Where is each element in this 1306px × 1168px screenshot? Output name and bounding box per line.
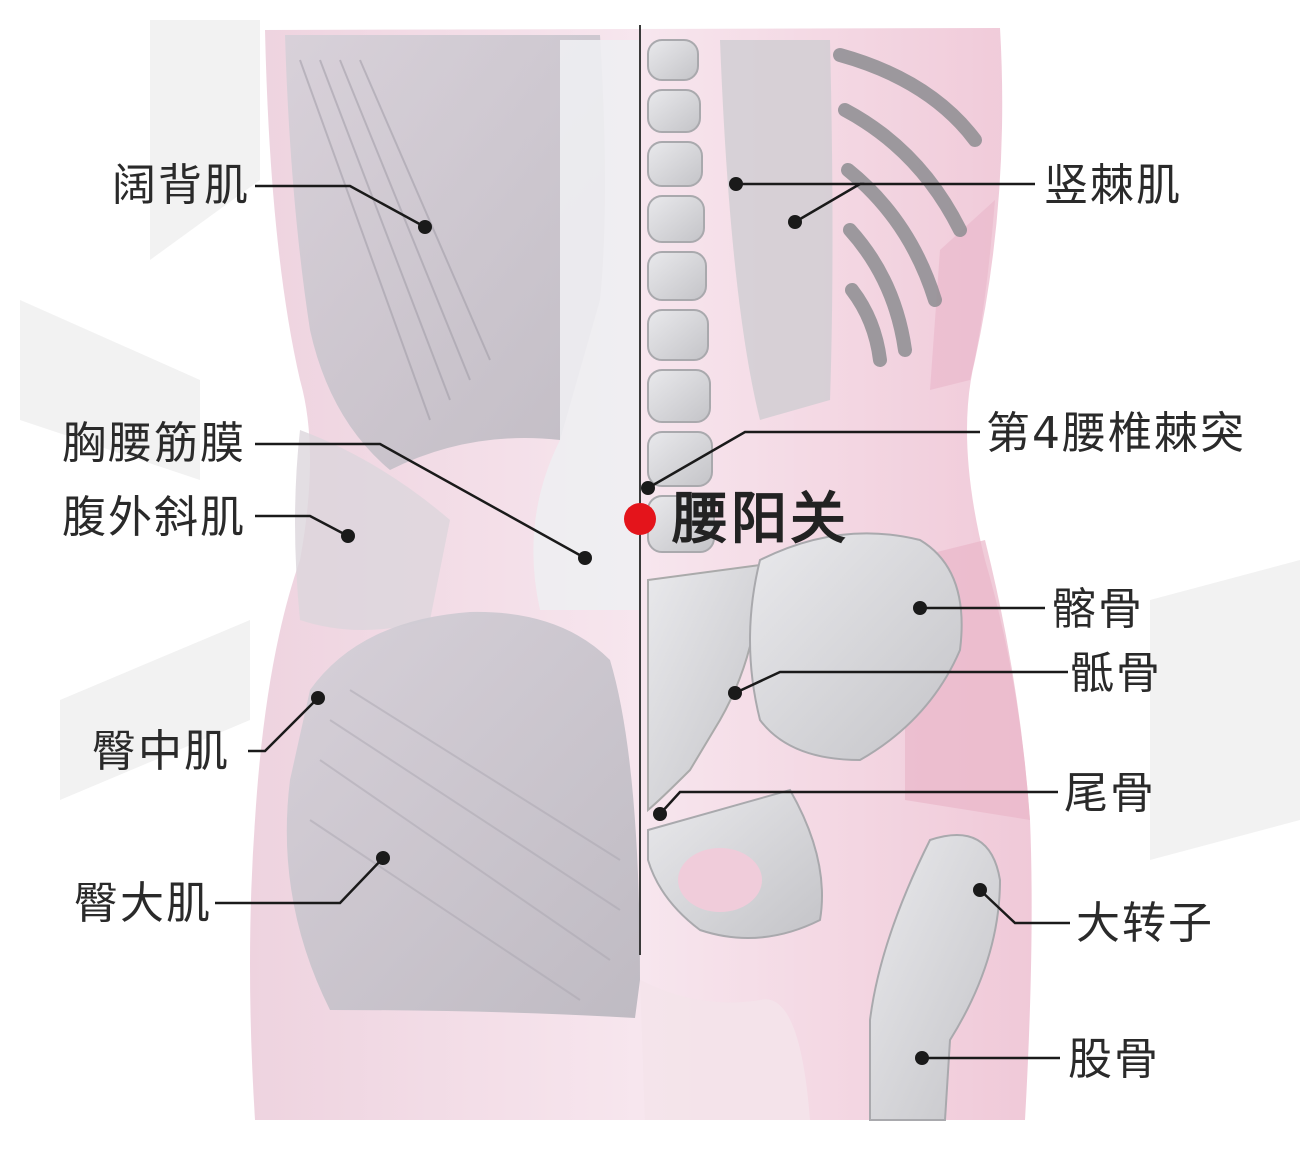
label-latissimus: 阔背肌 bbox=[112, 160, 250, 211]
latissimus-dorsi-shape bbox=[285, 35, 605, 470]
label-gluteus-maximus: 臀大肌 bbox=[74, 878, 212, 929]
label-gluteus-medius: 臀中肌 bbox=[92, 726, 230, 777]
label-erector-spinae: 竖棘肌 bbox=[1044, 160, 1182, 211]
gluteus-maximus-shape bbox=[286, 611, 640, 1018]
ilium-shape bbox=[749, 532, 963, 762]
label-ilium: 髂骨 bbox=[1052, 584, 1144, 635]
label-sacrum: 骶骨 bbox=[1070, 648, 1162, 699]
label-l4-spinous-process: 第4腰椎棘突 bbox=[986, 408, 1246, 459]
label-thoracolumbar-fascia: 胸腰筋膜 bbox=[62, 418, 246, 469]
acupoint-name: 腰阳关 bbox=[672, 487, 849, 552]
label-femur: 股骨 bbox=[1068, 1034, 1160, 1085]
erector-spinae-shape bbox=[720, 40, 833, 420]
acupoint-marker bbox=[624, 503, 656, 535]
ribs bbox=[833, 48, 982, 367]
leader-lines bbox=[215, 182, 1070, 1060]
label-external-oblique: 腹外斜肌 bbox=[62, 492, 246, 543]
femur-shape bbox=[869, 834, 1002, 1121]
spine bbox=[647, 39, 715, 553]
fascia-shape bbox=[533, 40, 640, 610]
label-greater-trochanter: 大转子 bbox=[1076, 898, 1214, 949]
leader-dots bbox=[311, 177, 987, 1065]
label-coccyx: 尾骨 bbox=[1064, 768, 1156, 819]
watermark bbox=[20, 20, 1300, 860]
